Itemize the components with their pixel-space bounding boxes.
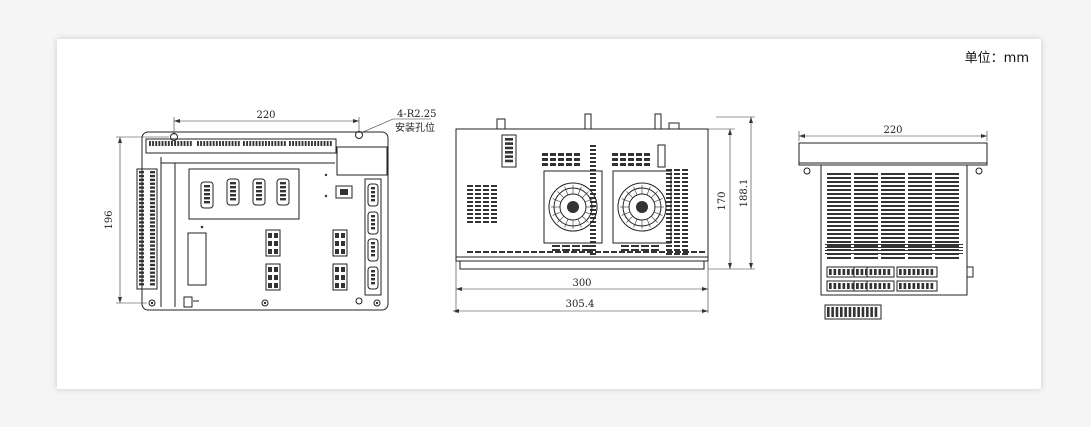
front-view: 220 196 4-R2.25 安装孔位 xyxy=(104,109,437,311)
side-inner-length-dim: 300 xyxy=(572,278,591,289)
front-height-dim: 196 xyxy=(104,210,115,229)
technical-drawing: 220 196 4-R2.25 安装孔位 xyxy=(104,109,988,320)
side-view: 170 188.1 300 305.4 xyxy=(453,113,755,313)
end-view: 220 xyxy=(798,125,988,320)
end-width-dim: 220 xyxy=(883,125,902,136)
drawing-card: 单位：mm xyxy=(57,39,1041,389)
hole-note-size: 4-R2.25 xyxy=(397,109,437,120)
side-height-dim: 170 xyxy=(717,191,728,210)
side-overall-length-dim: 305.4 xyxy=(566,299,595,310)
side-overall-height-dim: 188.1 xyxy=(739,179,750,208)
hole-note-label: 安装孔位 xyxy=(395,121,435,134)
unit-label: 单位：mm xyxy=(964,51,1029,66)
front-width-dim: 220 xyxy=(256,110,275,121)
